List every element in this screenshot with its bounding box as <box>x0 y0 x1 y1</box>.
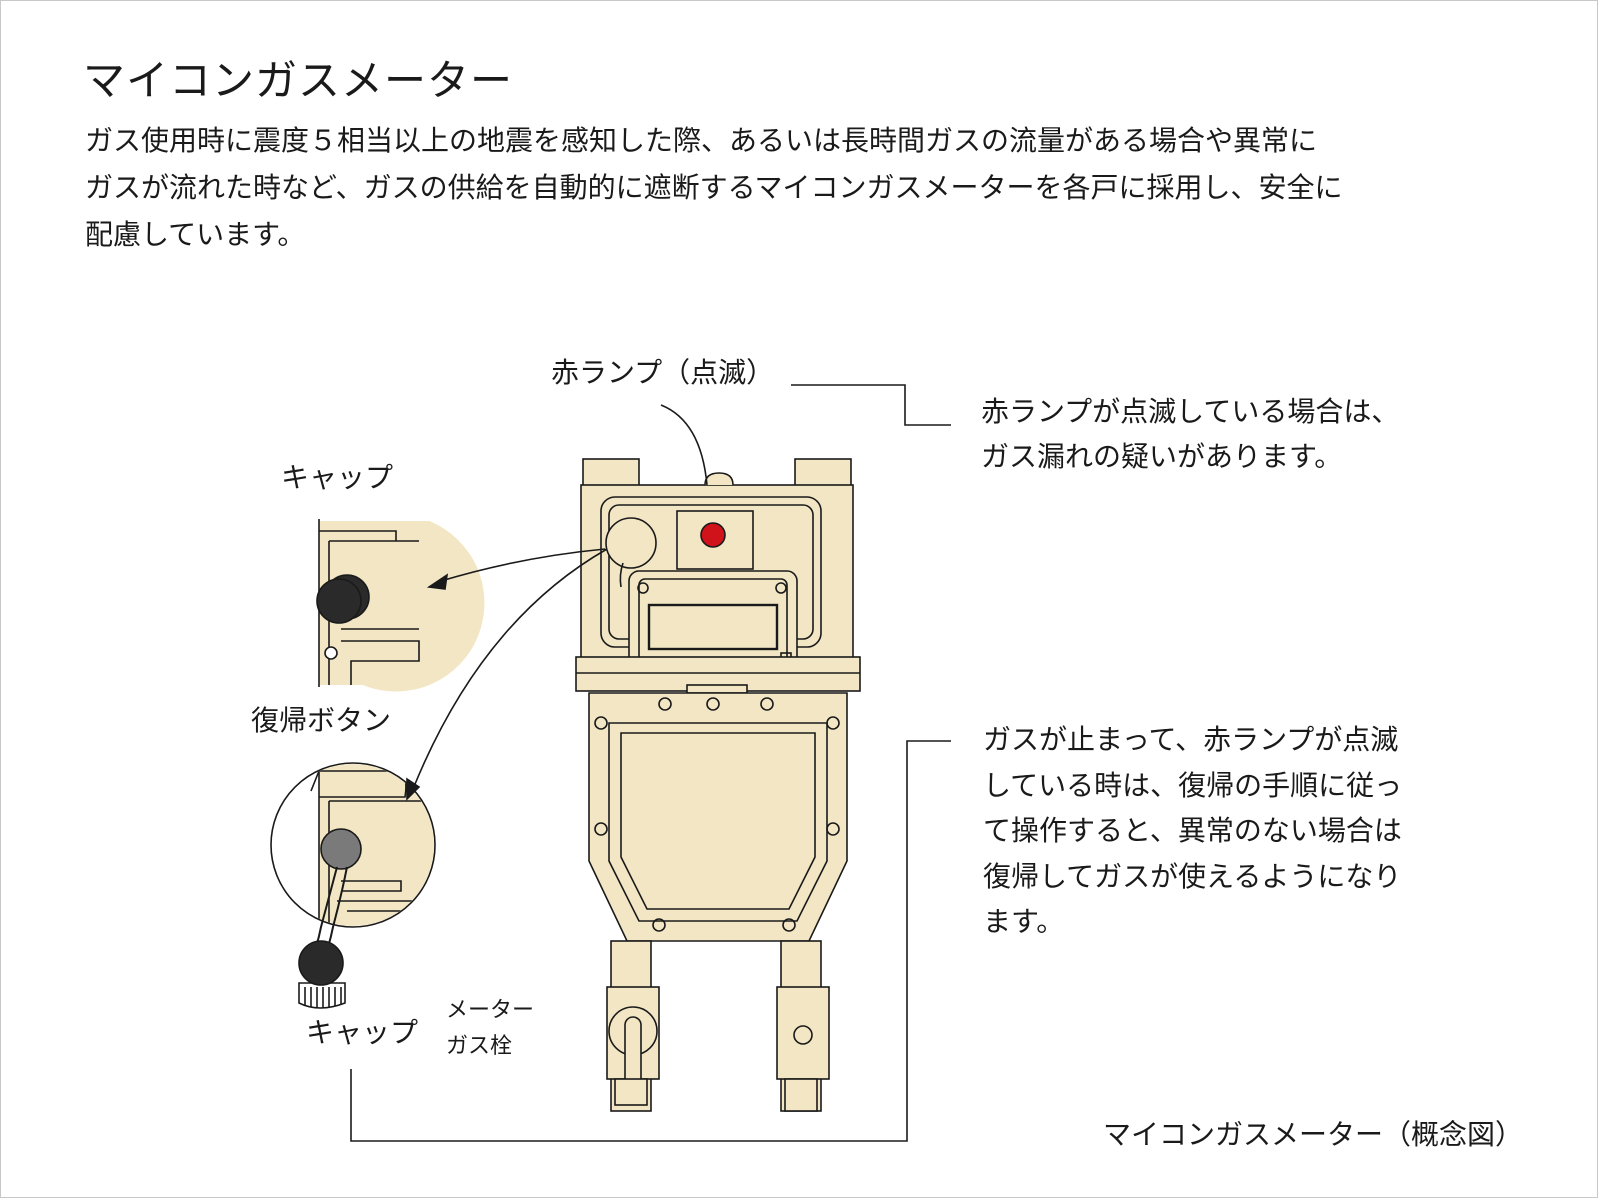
lamp-leader-line <box>660 404 708 486</box>
cap-detail-top <box>316 519 485 692</box>
diagram-caption: マイコンガスメーター（概念図） <box>1103 1118 1524 1151</box>
page-title: マイコンガスメーター <box>83 56 514 105</box>
cap-top-label: キャップ <box>281 461 394 494</box>
display-screen <box>647 603 779 651</box>
lamp-note-bracket <box>791 384 951 426</box>
meter-top-bump <box>704 472 734 486</box>
cap-bottom-icon <box>298 940 346 1009</box>
reset-note-text: ガスが止まって、赤ランプが点滅 している時は、復帰の手順に従っ て操作すると、異… <box>983 723 1403 938</box>
red-lamp-icon <box>700 522 726 548</box>
pipe-right-joint <box>776 986 830 1080</box>
cap-bottom-label: キャップ <box>306 1016 419 1049</box>
description-text: ガス使用時に震度５相当以上の地震を感知した際、あるいは長時間ガスの流量がある場合… <box>85 124 1343 251</box>
arrow-to-reset <box>412 548 608 790</box>
red-lamp-label: 赤ランプ（点滅） <box>551 356 775 389</box>
arrow-to-cap <box>440 548 606 582</box>
reset-note-bracket <box>350 740 951 1142</box>
reset-button-label: 復帰ボタン <box>251 704 392 737</box>
reset-button-icon <box>605 517 657 569</box>
lamp-note-text: 赤ランプが点滅している場合は、 ガス漏れの疑いがあります。 <box>981 395 1400 473</box>
meter-gas-cock-label: メーター ガス栓 <box>446 998 535 1059</box>
reset-button-detail <box>270 762 436 1009</box>
